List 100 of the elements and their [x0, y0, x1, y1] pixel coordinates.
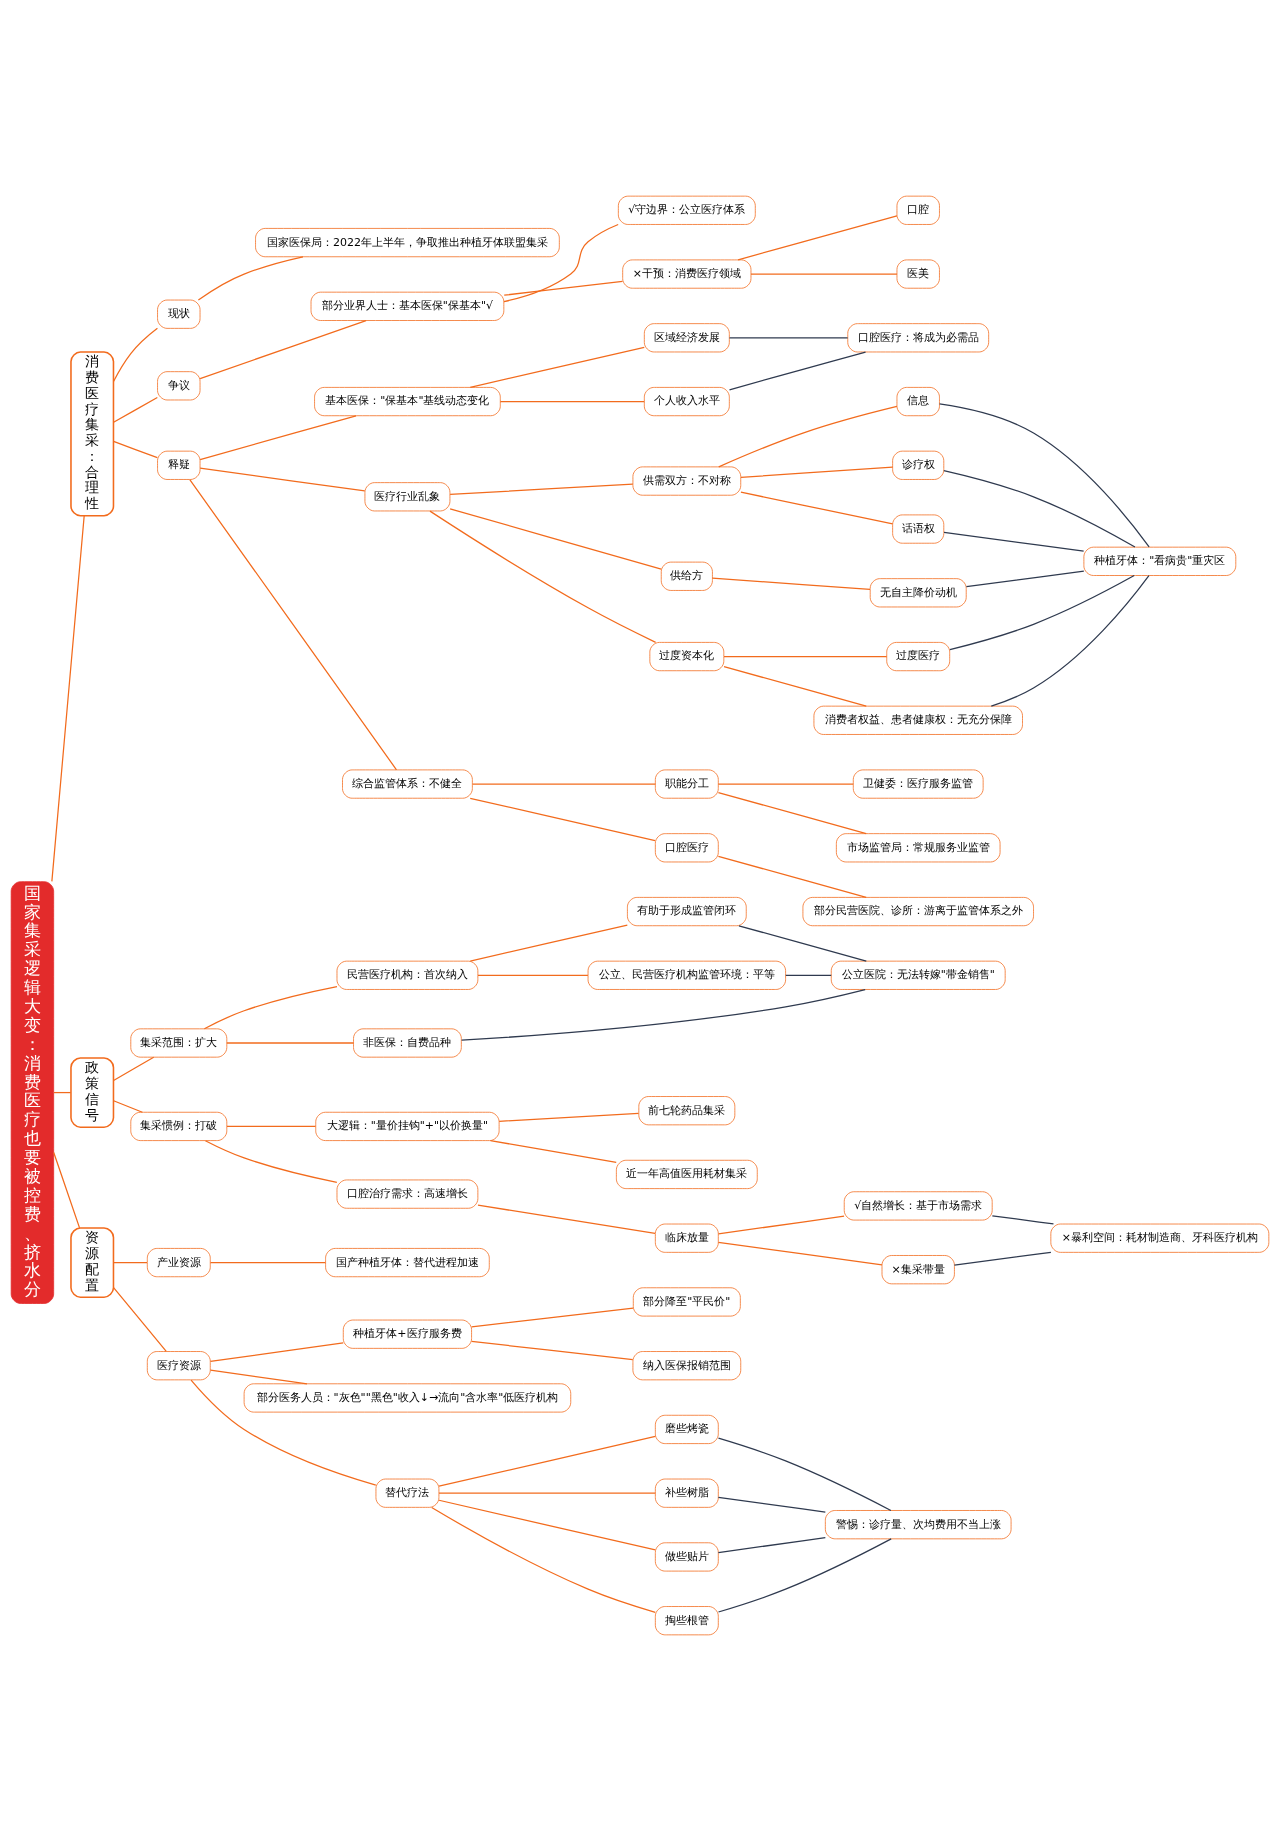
node-box: 公立、民营医疗机构监管环境：平等	[587, 960, 786, 990]
node-box: √守边界：公立医疗体系	[617, 195, 756, 225]
node-box: 临床放量	[654, 1223, 719, 1253]
connector	[431, 1506, 656, 1613]
connector	[740, 465, 894, 478]
node-box: 国家集采逻辑大变：消费医疗也要被控费、挤水分	[10, 880, 55, 1304]
connector	[723, 665, 867, 707]
connector	[197, 255, 304, 301]
connector	[112, 396, 158, 423]
connector	[53, 1151, 81, 1229]
node-box: 释疑	[157, 450, 201, 480]
connector	[498, 1112, 640, 1122]
connector	[717, 1537, 892, 1613]
node-box: 磨些烤瓷	[654, 1414, 719, 1444]
node-box: 大逻辑："量价挂钩"+"以价换量"	[315, 1111, 500, 1141]
node-box: 种植牙体："看病贵"重灾区	[1083, 546, 1237, 576]
connector	[429, 510, 657, 643]
node-box: 基本医保："保基本"基线动态变化	[314, 386, 501, 416]
node-box: ×暴利空间：耗材制造商、牙科医疗机构	[1050, 1223, 1270, 1253]
node-box: 替代疗法	[375, 1478, 440, 1508]
node-box: 公立医院：无法转嫁"带金销售"	[830, 960, 1006, 990]
connector	[990, 574, 1150, 707]
connector	[471, 1340, 634, 1360]
connector	[226, 1125, 317, 1127]
node-box: 做些贴片	[654, 1541, 719, 1571]
connector	[472, 782, 656, 785]
node-box: 综合监管体系：不健全	[342, 769, 473, 799]
node-box: 市场监管局：常规服务业监管	[835, 832, 1001, 862]
node-box: 集采惯例：打破	[130, 1111, 228, 1141]
connector	[718, 405, 898, 467]
connector	[728, 336, 849, 338]
node-box: 话语权	[892, 514, 945, 544]
connector	[438, 1492, 656, 1494]
connector	[943, 531, 1085, 552]
node-box: 卫健委：医疗服务监管	[852, 769, 984, 799]
node-box: 供给方	[660, 561, 713, 591]
connector	[949, 574, 1135, 650]
node-box: 民营医疗机构：首次纳入	[336, 960, 479, 990]
connector	[469, 797, 656, 841]
node-box: 警惕：诊疗量、次均费用不当上涨	[824, 1509, 1012, 1539]
node-box: 国家医保局：2022年上半年，争取推出种植牙体联盟集采	[255, 227, 560, 257]
node-box: 无自主降价动机	[869, 577, 967, 607]
connector	[199, 467, 366, 492]
connector	[503, 280, 624, 296]
connector	[723, 655, 888, 657]
connector	[717, 782, 854, 785]
connector	[717, 791, 867, 834]
connector	[449, 507, 662, 570]
node-box: 口腔治疗需求：高速增长	[336, 1179, 479, 1209]
node-box: 部分民营医院、诊所：游离于监管体系之外	[802, 896, 1034, 926]
node-box: 区域经济发展	[643, 322, 730, 352]
node-box: 前七轮药品集采	[638, 1095, 736, 1125]
connector	[717, 1241, 883, 1265]
connector	[717, 1437, 892, 1511]
node-box: 过度资本化	[649, 641, 725, 671]
node-box: 口腔	[896, 195, 940, 225]
connector	[717, 855, 867, 898]
connector	[717, 1536, 826, 1553]
connector	[469, 923, 628, 962]
node-box: 医疗行业乱象	[364, 481, 451, 511]
connector	[499, 400, 645, 402]
connector	[51, 514, 85, 882]
connector	[438, 1499, 656, 1550]
connector	[991, 1214, 1055, 1225]
node-box: 近一年高值医用耗材集采	[616, 1159, 758, 1189]
node-box: 供需双方：不对称	[632, 466, 742, 496]
node-box: 个人收入水平	[643, 386, 730, 416]
node-box: 现状	[157, 299, 201, 329]
connector	[199, 319, 367, 379]
node-box: 种植牙体+医疗服务费	[342, 1319, 472, 1349]
node-box: 掏些根管	[654, 1605, 719, 1635]
connector	[438, 1435, 656, 1487]
node-box: 补些树脂	[654, 1478, 719, 1508]
node-box: ×集采带量	[881, 1254, 955, 1284]
node-box: 非医保：自费品种	[353, 1027, 462, 1058]
node-box: 职能分工	[654, 769, 719, 799]
connector	[112, 440, 158, 458]
connector	[189, 478, 398, 770]
connector	[711, 576, 871, 590]
connector	[943, 469, 1136, 548]
node-box: 资源配置	[70, 1226, 115, 1298]
connector	[226, 1041, 355, 1044]
node-box: 部分医务人员："灰色""黑色"收入↓→流向"含水率"低医疗机构	[243, 1382, 572, 1412]
connector	[477, 1204, 656, 1234]
node-box: 信息	[896, 386, 940, 416]
connector	[503, 223, 619, 302]
connector	[737, 214, 898, 260]
connector	[953, 1251, 1052, 1266]
connector	[489, 1139, 617, 1163]
connector	[112, 1286, 167, 1352]
node-box: 口腔医疗	[654, 832, 719, 862]
node-box: 产业资源	[146, 1247, 211, 1277]
connector	[750, 272, 898, 275]
node-box: 消费者权益、患者健康权：无充分保障	[813, 705, 1023, 735]
connector	[209, 1261, 327, 1263]
connector	[112, 1099, 143, 1113]
connector	[738, 924, 867, 962]
connector	[728, 350, 867, 390]
node-box: 部分降至"平民价"	[632, 1286, 741, 1316]
connector	[204, 1139, 338, 1183]
